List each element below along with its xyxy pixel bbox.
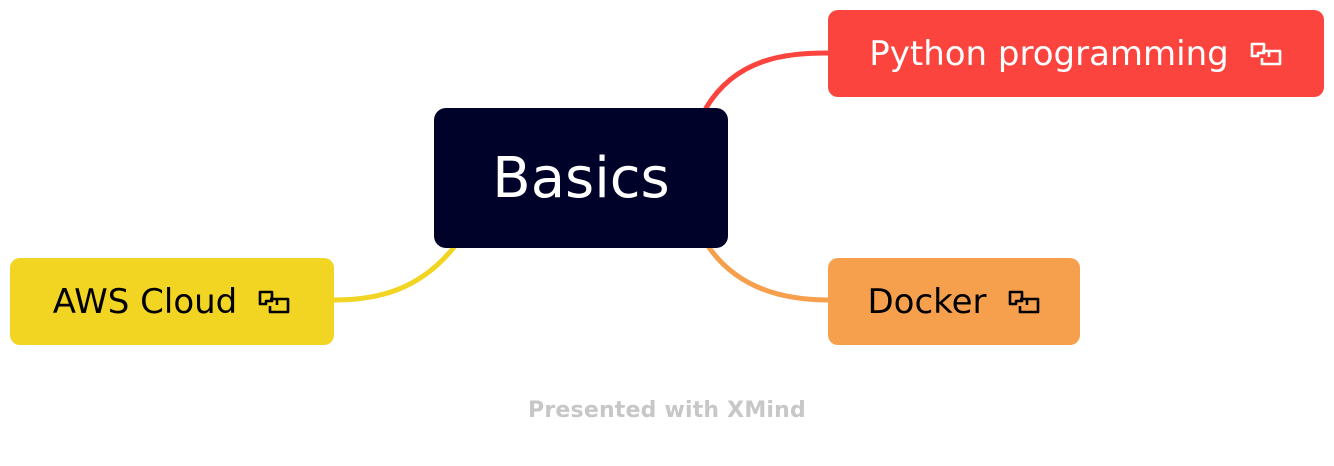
branch-aws-cloud[interactable]: AWS Cloud — [10, 258, 334, 345]
python-connector — [703, 50, 831, 111]
aws-connector — [331, 243, 458, 303]
docker-connector — [705, 243, 831, 303]
link-icon[interactable] — [257, 288, 291, 316]
watermark-footer: Presented with XMind — [528, 398, 806, 423]
branch-label: Docker — [867, 281, 987, 322]
branch-label: Python programming — [869, 33, 1229, 74]
branch-python-programming[interactable]: Python programming — [828, 10, 1324, 97]
branch-docker[interactable]: Docker — [828, 258, 1080, 345]
link-icon[interactable] — [1249, 40, 1283, 68]
central-topic[interactable]: Basics — [434, 108, 728, 248]
link-icon[interactable] — [1007, 288, 1041, 316]
branch-label: AWS Cloud — [52, 281, 238, 322]
central-topic-label: Basics — [492, 145, 670, 211]
